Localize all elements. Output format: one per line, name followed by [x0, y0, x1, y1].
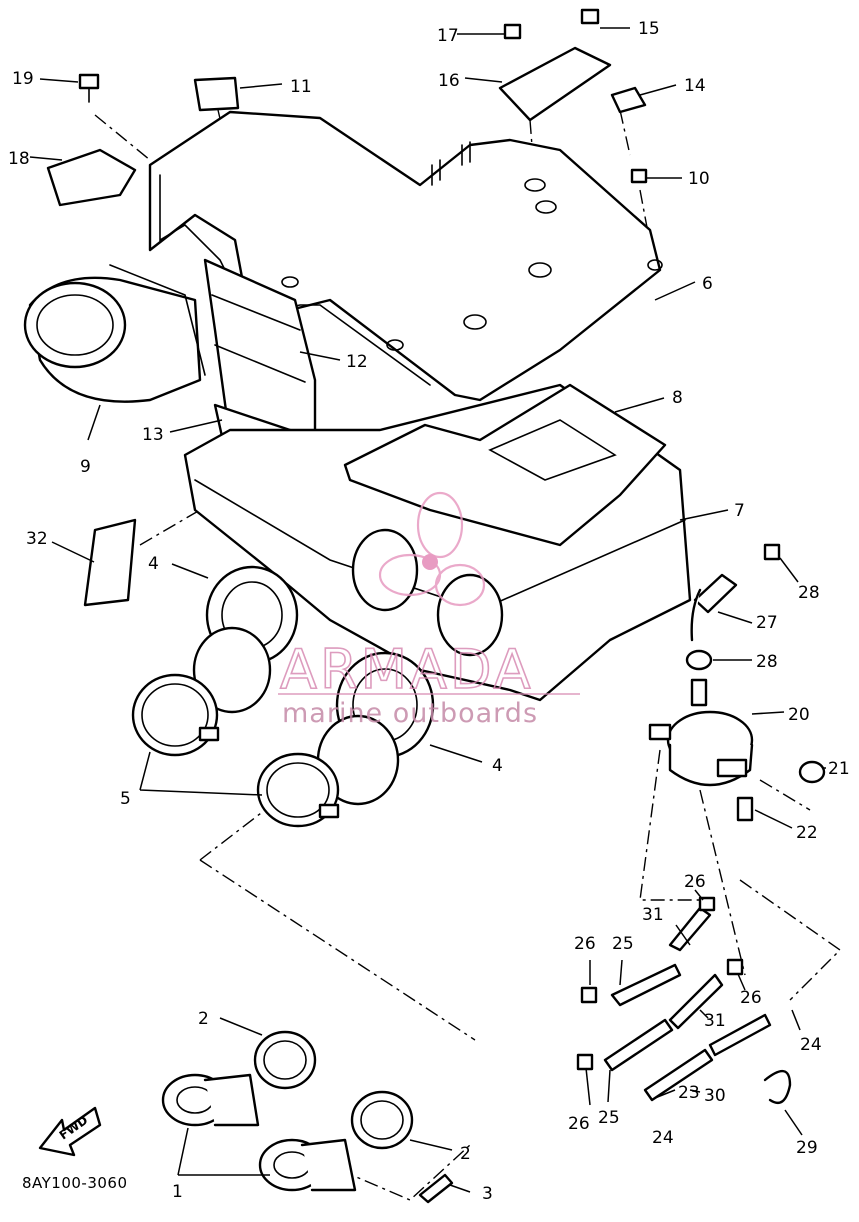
callout-17: 17 — [437, 26, 459, 46]
callout-23: 23 — [678, 1083, 700, 1103]
fuel-hoses — [576, 543, 826, 1105]
callout-24: 24 — [800, 1035, 822, 1055]
callout-5: 5 — [120, 789, 131, 809]
intake-joints — [192, 565, 435, 806]
callout-20: 20 — [788, 705, 810, 725]
callout-31: 31 — [704, 1011, 726, 1031]
watermark-brand: ARMADA — [280, 638, 534, 701]
callout-14: 14 — [684, 76, 706, 96]
callout-numbers: 1 2 2 3 4 4 5 6 7 8 9 10 11 12 13 14 15 … — [8, 19, 850, 1204]
plate — [83, 518, 137, 607]
callout-25: 25 — [612, 934, 634, 954]
callout-3: 3 — [482, 1184, 493, 1204]
intake-funnel — [23, 264, 206, 403]
fwd-arrow-icon: FWD — [38, 1106, 102, 1157]
fuel-pump — [648, 678, 754, 787]
callout-13: 13 — [142, 425, 164, 445]
callout-25: 25 — [598, 1108, 620, 1128]
callout-11: 11 — [290, 77, 312, 97]
callout-26: 26 — [568, 1114, 590, 1134]
watermark-logo-icon — [378, 491, 486, 607]
small-hardware — [46, 8, 648, 207]
callout-16: 16 — [438, 71, 460, 91]
carburetor-joints — [161, 1030, 454, 1204]
callout-2: 2 — [460, 1144, 471, 1164]
watermark: ARMADA marine outboards — [278, 491, 580, 729]
callout-19: 19 — [12, 69, 34, 89]
callout-2: 2 — [198, 1009, 209, 1029]
callout-10: 10 — [688, 169, 710, 189]
callout-9: 9 — [80, 457, 91, 477]
leader-lines — [29, 27, 826, 1193]
callout-1: 1 — [172, 1182, 183, 1202]
watermark-tagline: marine outboards — [282, 698, 538, 729]
callout-29: 29 — [796, 1138, 818, 1158]
callout-21: 21 — [828, 759, 850, 779]
callout-7: 7 — [734, 501, 745, 521]
callout-15: 15 — [638, 19, 660, 39]
callout-4: 4 — [492, 756, 503, 776]
callout-28: 28 — [756, 652, 778, 672]
callout-6: 6 — [702, 274, 713, 294]
callout-26: 26 — [574, 934, 596, 954]
clamps — [131, 673, 340, 828]
air-box-case — [183, 383, 692, 702]
callout-26: 26 — [684, 872, 706, 892]
callout-31: 31 — [642, 905, 664, 925]
callout-8: 8 — [672, 388, 683, 408]
callout-28: 28 — [798, 583, 820, 603]
callout-27: 27 — [756, 613, 778, 633]
callout-26: 26 — [740, 988, 762, 1008]
callout-30: 30 — [704, 1086, 726, 1106]
drawing-code: 8AY100-3060 — [22, 1174, 128, 1192]
callout-24: 24 — [652, 1128, 674, 1148]
callout-32: 32 — [26, 529, 48, 549]
callout-12: 12 — [346, 352, 368, 372]
callout-4: 4 — [148, 554, 159, 574]
callout-22: 22 — [796, 823, 818, 843]
callout-18: 18 — [8, 149, 30, 169]
